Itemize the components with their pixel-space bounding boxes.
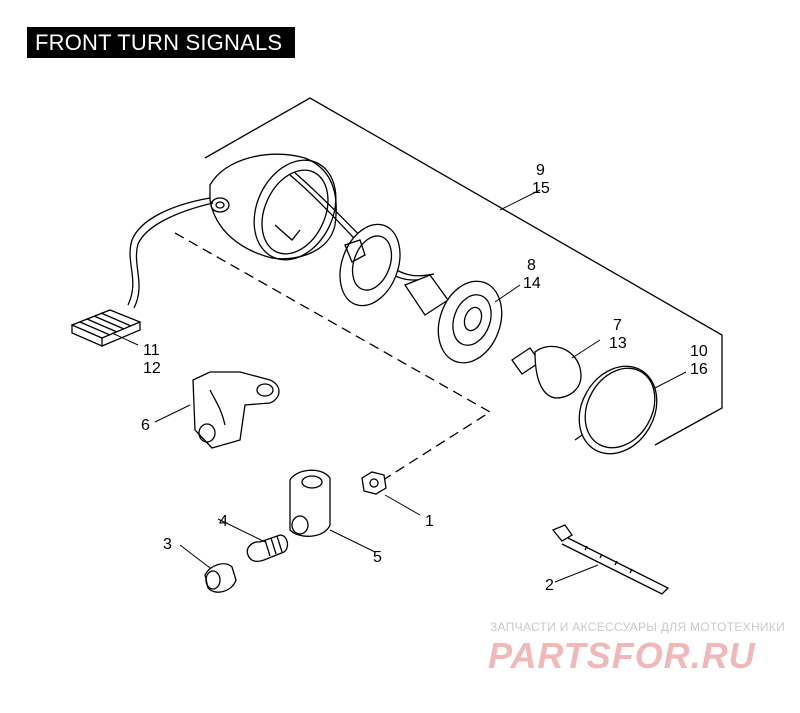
callout-8: 8 (527, 257, 536, 274)
leader-lines (111, 189, 687, 583)
callout-3: 3 (163, 536, 172, 553)
mounting-bracket (192, 371, 280, 449)
callout-16: 16 (690, 361, 708, 378)
gasket-ring (339, 223, 401, 307)
callout-13: 13 (609, 335, 627, 352)
diagram-title: FRONT TURN SIGNALS (27, 27, 295, 58)
callout-15: 15 (532, 180, 550, 197)
callout-10: 10 (690, 343, 708, 360)
screw (246, 534, 289, 562)
callout-labels: 9 15 8 14 7 13 10 16 11 12 6 1 4 5 3 2 (141, 162, 708, 594)
callout-2: 2 (545, 577, 554, 594)
lens (574, 365, 658, 455)
callout-14: 14 (523, 275, 541, 292)
watermark-tagline: ЗАПЧАСТИ И АКСЕССУАРЫ ДЛЯ МОТОТЕХНИКИ (490, 620, 785, 634)
watermark-brand: PARTSFOR.RU (488, 635, 756, 676)
callout-12: 12 (143, 360, 161, 377)
callout-1: 1 (425, 513, 434, 530)
wire-connector (70, 309, 142, 347)
bulb-socket (404, 274, 503, 364)
alignment-dashed-line (174, 232, 492, 483)
callout-4: 4 (219, 513, 228, 530)
callout-11: 11 (143, 342, 160, 359)
cable-tie (551, 524, 670, 595)
callout-5: 5 (373, 549, 382, 566)
insert (204, 563, 237, 593)
watermark: ЗАПЧАСТИ И АКСЕССУАРЫ ДЛЯ МОТОТЕХНИКИ PA… (488, 620, 785, 676)
assembly-bracket (204, 97, 723, 446)
turn-signal-housing (209, 153, 337, 261)
nut (361, 471, 387, 495)
bulb (511, 345, 582, 399)
clamp (289, 469, 331, 537)
callout-7: 7 (613, 317, 622, 334)
callout-9: 9 (536, 162, 545, 179)
callout-6: 6 (141, 417, 150, 434)
